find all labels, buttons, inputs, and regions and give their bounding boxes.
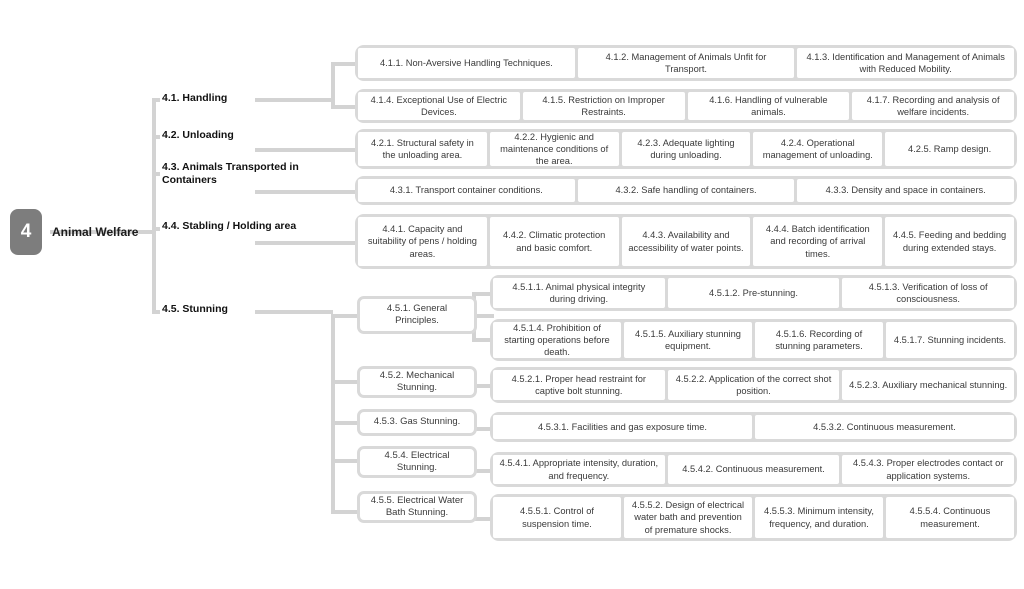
leaf-node[interactable]: 4.5.2.2. Application of the correct shot… [667,370,840,400]
connector-4-3-out [255,190,357,194]
connector-4-1-fan [331,63,335,107]
leaf-row-4-5-4: 4.5.4.1. Appropriate intensity, duration… [490,452,1017,487]
root-number-badge: 4 [10,209,42,255]
leaf-node[interactable]: 4.5.1.3. Verification of loss of conscio… [842,278,1015,308]
connector-4-5-4-out [474,469,494,473]
leaf-node[interactable]: 4.4.5. Feeding and bedding during extend… [885,217,1014,266]
leaf-node[interactable]: 4.4.2. Climatic protection and basic com… [489,217,619,266]
subbranch-4-5-4[interactable]: 4.5.4. Electrical Stunning. [357,446,477,478]
leaf-node[interactable]: 4.1.5. Restriction on Improper Restraint… [522,92,685,120]
root-label: Animal Welfare [52,225,139,239]
connector-4-5-out [255,310,333,314]
connector-l2-4-4 [152,227,160,231]
connector-4-5-2 [331,380,357,384]
leaf-node[interactable]: 4.1.1. Non-Aversive Handling Techniques. [358,48,575,78]
connector-4-1-out [255,98,333,102]
leaf-node[interactable]: 4.5.4.3. Proper electrodes contact or ap… [842,455,1015,484]
leaf-row-4-1-a: 4.1.1. Non-Aversive Handling Techniques.… [355,45,1017,81]
leaf-node[interactable]: 4.5.5.4. Continuous measurement. [886,497,1014,538]
leaf-node[interactable]: 4.5.2.3. Auxiliary mechanical stunning. [842,370,1015,400]
leaf-node[interactable]: 4.3.3. Density and space in containers. [797,179,1015,202]
leaf-node[interactable]: 4.5.5.1. Control of suspension time. [493,497,621,538]
leaf-row-4-2: 4.2.1. Structural safety in the unloadin… [355,129,1017,169]
connector-l2-4-1 [152,98,160,102]
connector-4-5-4 [331,459,357,463]
subbranch-4-5-2[interactable]: 4.5.2. Mechanical Stunning. [357,366,477,398]
leaf-node[interactable]: 4.5.1.6. Recording of stunning parameter… [755,322,883,358]
leaf-node[interactable]: 4.5.1.1. Animal physical integrity durin… [493,278,665,308]
leaf-node[interactable]: 4.5.1.5. Auxiliary stunning equipment. [624,322,752,358]
leaf-node[interactable]: 4.2.2. Hygienic and maintenance conditio… [489,132,619,166]
branch-label-4-2[interactable]: 4.2. Unloading [162,129,234,142]
connector-4-5-3 [331,421,357,425]
connector-l2-4-3 [152,172,160,176]
subbranch-4-5-3[interactable]: 4.5.3. Gas Stunning. [357,409,477,436]
leaf-node[interactable]: 4.4.4. Batch identification and recordin… [753,217,883,266]
leaf-node[interactable]: 4.1.2. Management of Animals Unfit for T… [577,48,795,78]
leaf-node[interactable]: 4.5.4.2. Continuous measurement. [667,455,840,484]
connector-root-stem [50,230,154,234]
leaf-row-4-1-b: 4.1.4. Exceptional Use of Electric Devic… [355,89,1017,123]
leaf-row-4-5-3: 4.5.3.1. Facilities and gas exposure tim… [490,412,1017,442]
connector-4-5-1-out [474,314,494,318]
leaf-node[interactable]: 4.5.1.2. Pre-stunning. [667,278,840,308]
leaf-row-4-5-5: 4.5.5.1. Control of suspension time. 4.5… [490,494,1017,541]
leaf-row-4-5-1-b: 4.5.1.4. Prohibition of starting operati… [490,319,1017,361]
leaf-node[interactable]: 4.5.4.1. Appropriate intensity, duration… [493,455,665,484]
leaf-node[interactable]: 4.2.5. Ramp design. [885,132,1014,166]
leaf-row-4-4: 4.4.1. Capacity and suitability of pens … [355,214,1017,269]
leaf-node[interactable]: 4.4.1. Capacity and suitability of pens … [358,217,487,266]
connector-l2-trunk [152,100,156,312]
leaf-node[interactable]: 4.5.5.3. Minimum intensity, frequency, a… [755,497,883,538]
branch-label-4-3[interactable]: 4.3. Animals Transported in Containers [162,161,299,187]
leaf-node[interactable]: 4.5.2.1. Proper head restraint for capti… [493,370,665,400]
leaf-node[interactable]: 4.1.4. Exceptional Use of Electric Devic… [358,92,520,120]
connector-4-5-1-row1 [472,292,492,296]
leaf-node[interactable]: 4.2.4. Operational management of unloadi… [753,132,883,166]
connector-4-1-row1 [331,62,357,66]
leaf-node[interactable]: 4.5.5.2. Design of electrical water bath… [624,497,752,538]
leaf-node[interactable]: 4.1.6. Handling of vulnerable animals. [687,92,850,120]
connector-l2-4-5 [152,310,160,314]
connector-4-1-row2 [331,105,357,109]
subbranch-4-5-5[interactable]: 4.5.5. Electrical Water Bath Stunning. [357,491,477,523]
leaf-row-4-5-2: 4.5.2.1. Proper head restraint for capti… [490,367,1017,403]
leaf-node[interactable]: 4.3.2. Safe handling of containers. [577,179,795,202]
leaf-node[interactable]: 4.1.7. Recording and analysis of welfare… [852,92,1014,120]
leaf-node[interactable]: 4.1.3. Identification and Management of … [797,48,1015,78]
connector-4-5-5 [331,510,357,514]
branch-label-4-5[interactable]: 4.5. Stunning [162,303,228,316]
leaf-row-4-3: 4.3.1. Transport container conditions. 4… [355,176,1017,205]
leaf-node[interactable]: 4.5.1.4. Prohibition of starting operati… [493,322,621,358]
leaf-node[interactable]: 4.5.3.1. Facilities and gas exposure tim… [493,415,752,439]
subbranch-4-5-1[interactable]: 4.5.1. General Principles. [357,296,477,334]
leaf-node[interactable]: 4.2.1. Structural safety in the unloadin… [358,132,487,166]
connector-4-5-3-out [474,427,494,431]
connector-l2-4-2 [152,135,160,139]
leaf-node[interactable]: 4.4.3. Availability and accessibility of… [621,217,751,266]
branch-label-4-4[interactable]: 4.4. Stabling / Holding area [162,220,297,233]
connector-4-2-out [255,148,357,152]
leaf-node[interactable]: 4.3.1. Transport container conditions. [358,179,575,202]
branch-label-4-1[interactable]: 4.1. Handling [162,92,228,105]
root-node[interactable]: 4 Animal Welfare [10,209,138,255]
connector-4-4-out [255,241,357,245]
connector-4-5-trunk [331,314,335,514]
connector-4-5-1-row2 [472,338,492,342]
connector-4-5-5-out [474,517,494,521]
leaf-node[interactable]: 4.5.3.2. Continuous measurement. [755,415,1014,439]
leaf-node[interactable]: 4.2.3. Adequate lighting during unloadin… [621,132,751,166]
connector-4-5-2-out [474,384,494,388]
connector-4-5-1 [331,314,357,318]
leaf-row-4-5-1-a: 4.5.1.1. Animal physical integrity durin… [490,275,1017,311]
leaf-node[interactable]: 4.5.1.7. Stunning incidents. [886,322,1014,358]
